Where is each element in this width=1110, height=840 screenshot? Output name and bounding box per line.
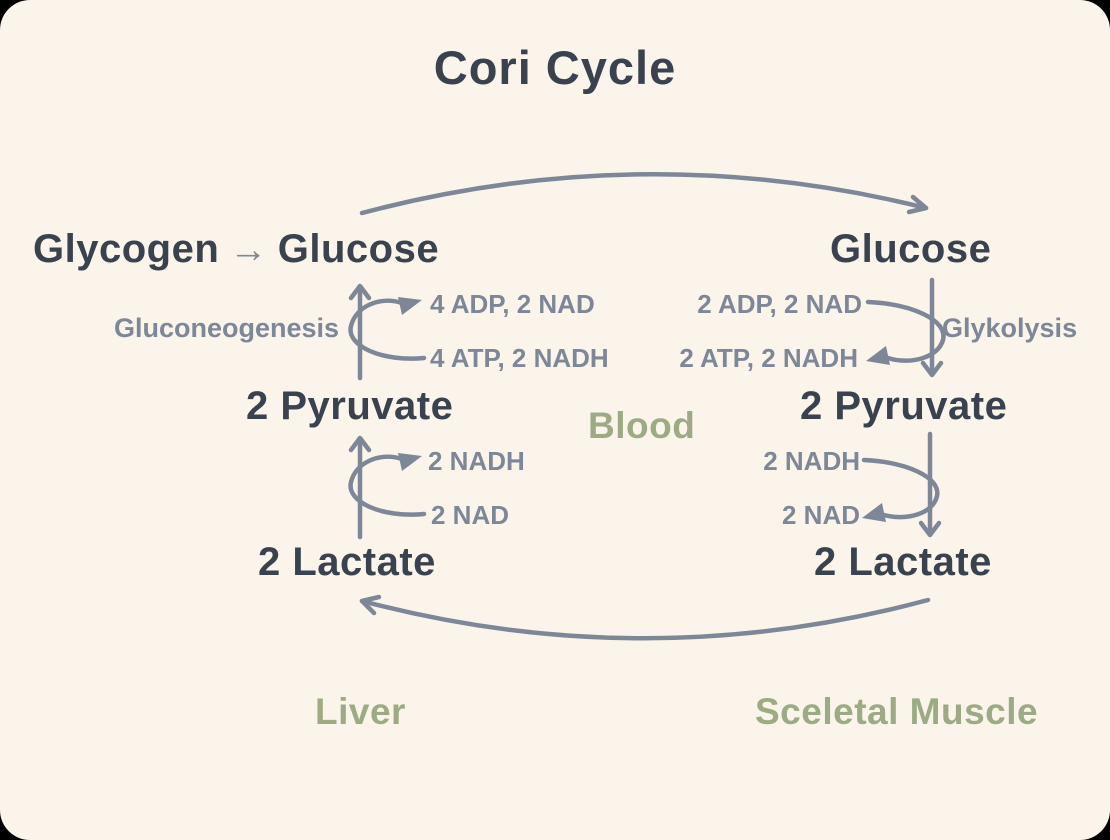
liver-lactate-label: 2 Lactate: [258, 540, 436, 584]
muscle-atp-nadh-label: 2 ATP, 2 NADH: [679, 343, 858, 373]
blood-region-label: Blood: [588, 405, 696, 446]
liver-glycogen-glucose-row: Glycogen→Glucose: [33, 229, 439, 269]
glykolysis-label: Glykolysis: [942, 313, 1078, 343]
liver-nad-label: 2 NAD: [431, 500, 510, 530]
muscle-pyruvate-cofactor-curve-arrow: [861, 457, 940, 520]
muscle-lactate-arrowhead-icon: [918, 520, 942, 538]
muscle-pyruvate-cofactor-arrowhead-icon: [862, 503, 886, 522]
muscle-pyruvate-label: 2 Pyruvate: [800, 384, 1008, 428]
muscle-glucose-label: Glucose: [830, 227, 992, 271]
diagram-title: Cori Cycle: [433, 41, 677, 94]
liver-pyruvate-label: 2 Pyruvate: [246, 384, 454, 428]
liver-pyruvate-cofactor-curve-arrow: [348, 454, 427, 517]
liver-glucose-cofactor-curve-arrow: [348, 298, 427, 361]
liver-glucose-label: Glucose: [277, 227, 440, 271]
muscle-lactate-label: 2 Lactate: [814, 540, 992, 584]
liver-region-label: Liver: [315, 691, 406, 732]
muscle-nad-label: 2 NAD: [781, 500, 860, 530]
muscle-region-label: Sceletal Muscle: [755, 691, 1039, 732]
liver-gluconeogenesis-arrowhead-icon: [348, 283, 372, 301]
lactate-transport-arrowhead-icon: [359, 594, 382, 616]
liver-adp-nad-label: 4 ADP, 2 NAD: [430, 289, 595, 319]
glucose-transport-arrowhead-icon: [906, 194, 929, 215]
muscle-glycolysis-arrowhead-icon: [920, 360, 944, 378]
liver-glycogen-label: Glycogen: [33, 227, 220, 271]
glucose-transport-arc-arrow: [359, 171, 929, 216]
lactate-transport-arc-arrow: [359, 597, 931, 641]
liver-glucose-cofactor-arrowhead-icon: [398, 297, 422, 315]
liver-nadh-label: 2 NADH: [428, 446, 525, 476]
muscle-adp-nad-label: 2 ADP, 2 NAD: [697, 289, 862, 319]
muscle-nadh-label: 2 NADH: [763, 446, 860, 476]
liver-atp-nadh-label: 4 ATP, 2 NADH: [430, 343, 609, 373]
muscle-glucose-cofactor-arrowhead-icon: [866, 346, 890, 365]
muscle-glucose-cofactor-curve-arrow: [865, 299, 946, 363]
glycogen-to-glucose-arrow-icon: →: [229, 229, 268, 271]
liver-pyruvate-cofactor-arrowhead-icon: [398, 453, 422, 471]
liver-lactate-arrowhead-icon: [348, 435, 372, 453]
gluconeogenesis-label: Gluconeogenesis: [114, 313, 340, 343]
